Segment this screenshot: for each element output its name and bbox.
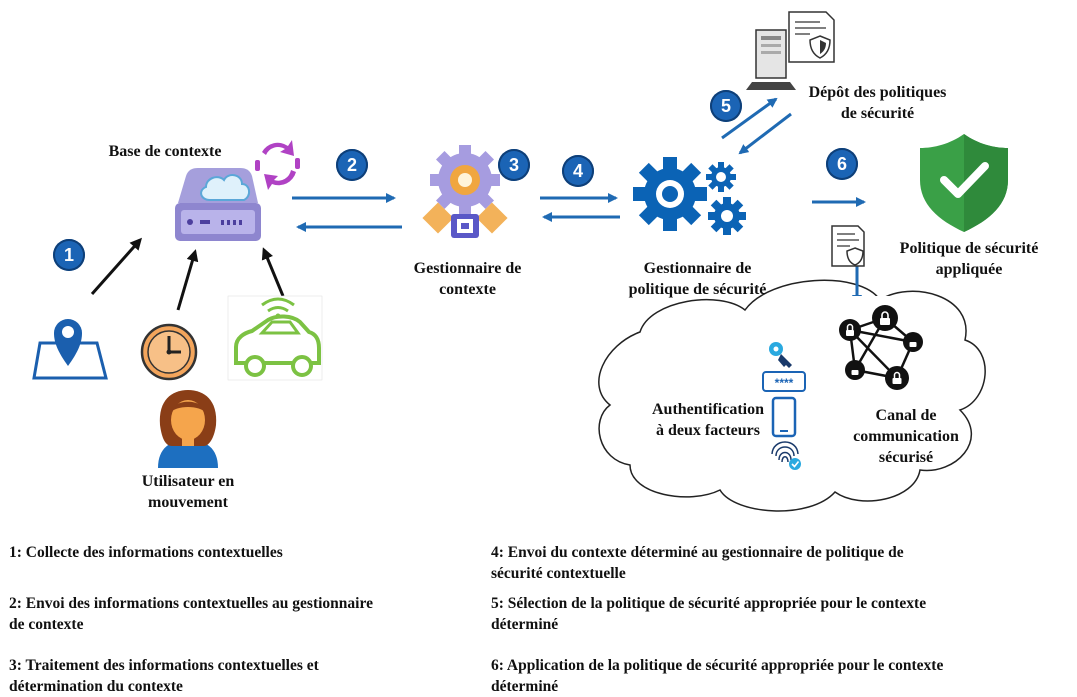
network-lock-icon [826,296,928,390]
password-mask: **** [775,376,794,390]
label-depot: Dépôt des politiques de sécurité [808,84,947,122]
legend-item-6: 6: Application de la politique de sécuri… [491,657,944,695]
shield-check-icon [920,134,1008,232]
label-politique-appliquee: Politique de sécurité appliquée [899,240,1039,278]
password-icon: **** [762,371,806,392]
step-badge-1: 1 [53,239,85,271]
legend-item-4: 4: Envoi du contexte déterminé au gestio… [491,544,904,582]
sync-icon [255,140,300,190]
arrow-location-to-base [90,237,142,295]
phone-icon [771,396,797,438]
arrow-politique-to-depot [721,97,778,140]
label-base-contexte: Base de contexte [108,143,222,160]
arrow-time-to-base [176,249,199,311]
label-authentification: Authentification à deux facteurs [652,401,764,439]
document-shield-icon [831,225,865,267]
document-shield-icon [788,11,835,63]
legend-item-1: 1: Collecte des informations contextuell… [9,544,283,561]
arrow-depot-to-politique [738,112,792,155]
key-icon [769,342,792,368]
label-utilisateur: Utilisateur en mouvement [141,473,235,511]
server-icon [746,29,796,90]
step-badge-5: 5 [710,90,742,122]
fingerprint-icon [771,441,801,470]
step-badge-2: 2 [336,149,368,181]
legend-item-3: 3: Traitement des informations contextue… [9,657,319,695]
label-gestionnaire-politique: Gestionnaire de politique de sécurité [628,260,767,298]
step-badge-3: 3 [498,149,530,181]
cloud-server-icon [175,168,261,241]
step-badge-6: 6 [826,148,858,180]
label-gestionnaire-contexte: Gestionnaire de contexte [413,260,522,298]
legend-item-2: 2: Envoi des informations contextuelles … [9,595,373,633]
map-pin-icon [32,319,108,380]
gears-icon [633,157,746,235]
person-icon [158,390,218,468]
connected-car-icon [227,295,323,381]
label-canal: Canal de communication sécurisé [853,407,959,466]
legend-item-5: 5: Sélection de la politique de sécurité… [491,595,927,633]
step-badge-4: 4 [562,155,594,187]
clock-icon [140,323,198,381]
arrow-car-to-base [261,247,285,297]
gears-chip-icon [422,145,508,238]
